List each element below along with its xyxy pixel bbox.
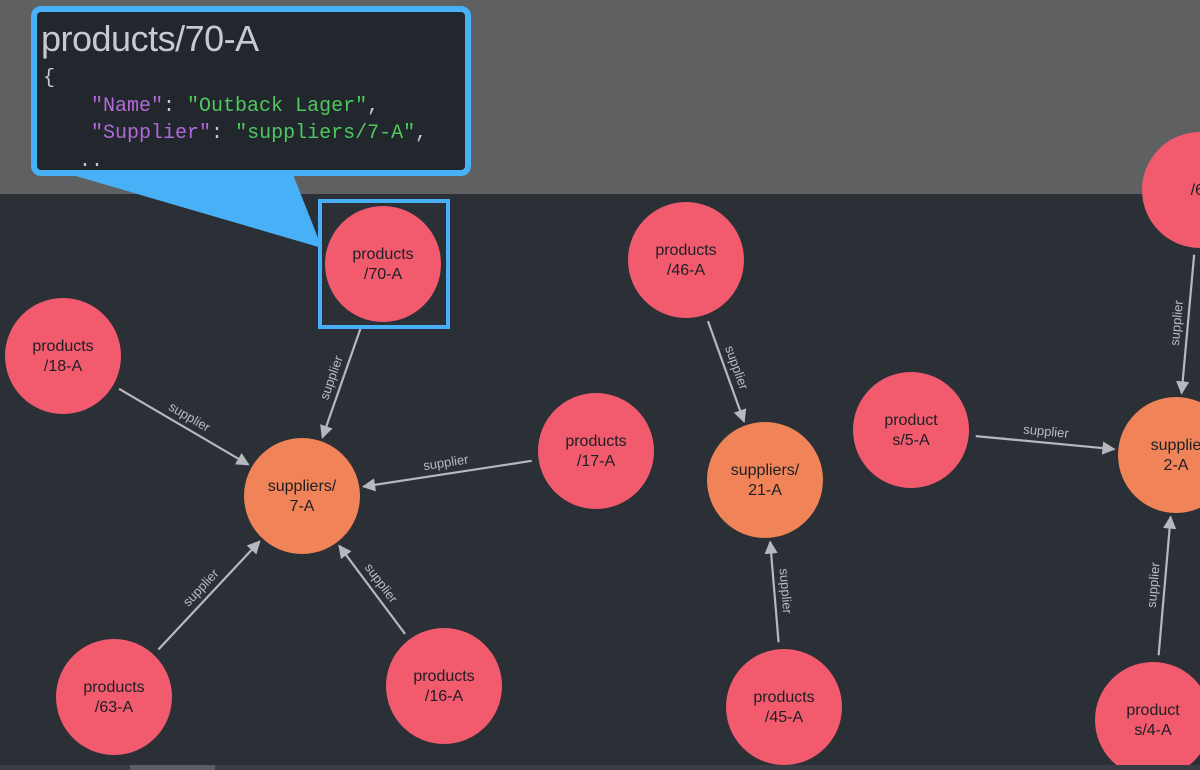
- node-label: 21-A: [748, 482, 782, 499]
- node-label: /63-A: [95, 699, 134, 716]
- product-node[interactable]: products/45-A: [726, 649, 842, 765]
- node-label: /6(: [1191, 182, 1200, 199]
- selected-node-highlight: [318, 199, 450, 329]
- node-label: product: [884, 412, 938, 429]
- node-circle: [5, 298, 121, 414]
- node-label: /18-A: [44, 358, 83, 375]
- node-label: products: [83, 679, 144, 696]
- supplier-edge[interactable]: supplier: [764, 540, 795, 643]
- json-value-name: "Outback Lager": [187, 94, 368, 118]
- product-node[interactable]: products/18-A: [5, 298, 121, 414]
- product-node[interactable]: products/63-A: [56, 639, 172, 755]
- node-circle: [707, 422, 823, 538]
- supplier-edge[interactable]: supplier: [157, 540, 261, 651]
- node-label: product: [1126, 702, 1180, 719]
- node-label: 7-A: [290, 498, 315, 515]
- edge-line: [1176, 254, 1196, 395]
- edge-line: [1157, 515, 1177, 656]
- node-label: /45-A: [765, 709, 804, 726]
- node-label: suppliers/: [731, 462, 800, 479]
- supplier-edge[interactable]: supplier: [317, 325, 363, 439]
- supplier-node[interactable]: suppliers/21-A: [707, 422, 823, 538]
- node-label: suppliers/: [268, 478, 337, 495]
- json-comma: ,: [367, 94, 380, 118]
- nodes-layer: products/70-Aproducts/18-Aproducts/17-Ap…: [5, 132, 1200, 770]
- edge-line: [338, 544, 406, 635]
- node-label: /17-A: [577, 453, 616, 470]
- node-label: products: [352, 246, 413, 263]
- edge-label: supplier: [317, 353, 346, 402]
- product-node[interactable]: products/17-A: [538, 393, 654, 509]
- edge-line: [157, 540, 261, 651]
- supplier-edge[interactable]: supplier: [975, 422, 1116, 455]
- product-node[interactable]: product s/4-A: [1095, 662, 1200, 770]
- json-separator: :: [163, 94, 188, 118]
- json-ellipsis: ..: [79, 149, 104, 173]
- node-label: /16-A: [425, 688, 464, 705]
- node-label: products: [565, 433, 626, 450]
- supplier-edge[interactable]: supplier: [118, 387, 250, 466]
- json-separator: :: [211, 122, 236, 145]
- node-circle: [1142, 132, 1200, 248]
- supplier-edge[interactable]: supplier: [1167, 254, 1196, 395]
- node-circle: [1118, 397, 1200, 513]
- tooltip-json-body: { "Name": "Outback Lager", "Supplier": "…: [43, 65, 428, 173]
- document-preview-tooltip: products/70-A { "Name": "Outback Lager",…: [31, 6, 471, 176]
- supplier-edge[interactable]: supplier: [361, 451, 532, 492]
- node-label: products: [413, 668, 474, 685]
- edge-label: supplier: [422, 451, 470, 473]
- node-circle: [325, 206, 441, 322]
- product-node[interactable]: /6(: [1142, 132, 1200, 248]
- json-comma: ,: [415, 122, 428, 145]
- node-label: /70-A: [364, 266, 403, 283]
- edge-label: supplier: [722, 344, 752, 393]
- supplier-edge[interactable]: supplier: [338, 544, 406, 635]
- edge-line: [706, 320, 747, 423]
- node-label: s/5-A: [892, 432, 930, 449]
- product-node[interactable]: products/16-A: [386, 628, 502, 744]
- scrollbar-thumb[interactable]: [130, 765, 215, 770]
- supplier-edge[interactable]: supplier: [706, 320, 752, 423]
- node-circle: [56, 639, 172, 755]
- edge-label: supplier: [1023, 422, 1070, 441]
- node-circle: [726, 649, 842, 765]
- edge-line: [764, 540, 780, 643]
- json-key-name: "Name": [91, 94, 164, 118]
- node-circle: [628, 202, 744, 318]
- tooltip-title: products/70-A: [41, 18, 259, 59]
- node-label: products: [655, 242, 716, 259]
- product-node[interactable]: products/46-A: [628, 202, 744, 318]
- edge-line: [361, 459, 532, 492]
- supplier-node[interactable]: supplie 2-A: [1118, 397, 1200, 513]
- node-circle: [244, 438, 360, 554]
- horizontal-scrollbar[interactable]: [0, 765, 1200, 770]
- tooltip-pointer: [62, 172, 322, 248]
- supplier-node[interactable]: suppliers/7-A: [244, 438, 360, 554]
- node-circle: [853, 372, 969, 488]
- edge-line: [975, 435, 1116, 455]
- node-circle: [386, 628, 502, 744]
- node-circle: [538, 393, 654, 509]
- node-label: supplie: [1151, 437, 1200, 454]
- product-node[interactable]: products/70-A: [325, 206, 441, 322]
- edge-label: supplier: [1144, 561, 1163, 608]
- edge-line: [118, 387, 250, 466]
- supplier-edge[interactable]: supplier: [1144, 515, 1177, 656]
- product-node[interactable]: product s/5-A: [853, 372, 969, 488]
- json-key-supplier: "Supplier": [91, 122, 212, 145]
- node-label: products: [32, 338, 93, 355]
- node-label: /46-A: [667, 262, 706, 279]
- json-open-brace: {: [43, 67, 56, 90]
- node-label: 2-A: [1164, 457, 1189, 474]
- node-label: products: [753, 689, 814, 706]
- edge-label: supplier: [776, 568, 795, 615]
- edge-label: supplier: [1167, 299, 1186, 346]
- json-value-supplier: "suppliers/7-A": [235, 122, 416, 145]
- node-label: s/4-A: [1134, 722, 1172, 739]
- node-circle: [1095, 662, 1200, 770]
- edge-line: [320, 325, 363, 439]
